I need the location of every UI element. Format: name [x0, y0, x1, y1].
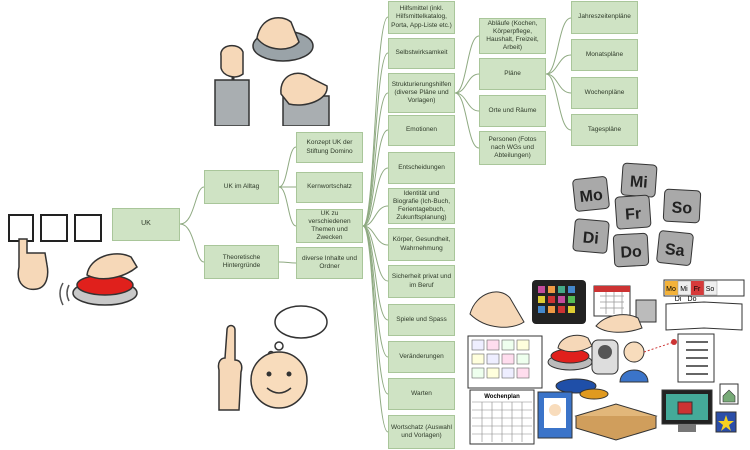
root-node-uk[interactable]: UK [112, 208, 180, 241]
node-theoretische-hintergruende[interactable]: Theoretische Hintergründe [204, 245, 279, 279]
node-kernwortschatz[interactable]: Kernwortschatz [296, 172, 363, 203]
weekday-tile-fr: Fr [625, 206, 642, 224]
strip-fr: Fr [694, 286, 701, 293]
wochenplan-label: Wochenplan [484, 394, 520, 400]
weekday-tile-do: Do [620, 243, 642, 261]
plan-woche[interactable]: Wochenpläne [571, 77, 638, 109]
strip-mo: Mo [666, 286, 676, 293]
struktur-personen[interactable]: Personen (Fotos nach WGs und Abteilungen… [479, 131, 546, 165]
weekday-tile-mi: Mi [629, 173, 648, 191]
thinking-face-pictogram [217, 305, 328, 411]
struktur-plaene[interactable]: Pläne [479, 58, 546, 90]
node-themen-zwecke[interactable]: UK zu verschiedenen Themen und Zwecken [296, 209, 363, 243]
strip-do: Do [688, 296, 697, 303]
topic-emotionen[interactable]: Emotionen [388, 115, 455, 146]
topic-selbstwirksamkeit[interactable]: Selbstwirksamkeit [388, 38, 455, 69]
weekday-tile-sa: Sa [664, 241, 685, 260]
choice-and-button-pictogram [8, 214, 138, 306]
clapping-hands-icon [469, 291, 525, 328]
topic-strukturierungshilfen[interactable]: Strukturierungshilfen (diverse Pläne und… [388, 73, 455, 113]
weekday-tile-di: Di [582, 229, 599, 247]
struktur-ablaeufe[interactable]: Abläufe (Kochen, Körperpflege, Haushalt,… [479, 18, 546, 54]
strip-so: So [706, 286, 715, 293]
topic-spiele-spass[interactable]: Spiele und Spass [388, 304, 455, 336]
node-konzept[interactable]: Konzept UK der Stiftung Domino [296, 132, 363, 163]
topic-identitaet-biografie[interactable]: Identität und Biografie (Ich-Buch, Ferie… [388, 188, 455, 224]
topic-koerper[interactable]: Körper, Gesundheit, Wahrnehmung [388, 228, 455, 261]
kneading-hands-pictogram [214, 16, 330, 126]
plan-jahreszeiten[interactable]: Jahreszeitenpläne [571, 1, 638, 34]
plan-tag[interactable]: Tagespläne [571, 114, 638, 146]
camera-icon [677, 401, 693, 415]
topic-wortschatz[interactable]: Wortschatz (Auswahl und Vorlagen) [388, 415, 455, 449]
strip-mi: Mi [680, 286, 688, 293]
topic-hilfsmittel[interactable]: Hilfsmittel (inkl. Hilfsmittelkatalog, P… [388, 1, 455, 34]
topic-veraenderungen[interactable]: Veränderungen [388, 341, 455, 373]
topic-sicherheit[interactable]: Sicherheit privat und im Beruf [388, 265, 455, 298]
topic-warten[interactable]: Warten [388, 378, 455, 410]
weekday-tile-so: So [671, 199, 693, 217]
weekday-tile-mo: Mo [579, 187, 604, 206]
node-inhalte-ordner[interactable]: diverse Inhalte und Ordner [296, 247, 363, 279]
weekday-tiles-pictogram: Mo Mi Fr So Di Do Sa [572, 162, 702, 268]
plan-monat[interactable]: Monatspläne [571, 39, 638, 71]
person-icon [623, 341, 645, 363]
strip-di: Di [675, 296, 682, 303]
bucket-icon [635, 299, 657, 323]
aac-tools-collage: Mo Mi Fr So Di Do Wochenplan [467, 279, 745, 445]
struktur-orte-raeume[interactable]: Orte und Räume [479, 95, 546, 127]
topic-entscheidungen[interactable]: Entscheidungen [388, 152, 455, 184]
node-uk-im-alltag[interactable]: UK im Alltag [204, 170, 279, 204]
